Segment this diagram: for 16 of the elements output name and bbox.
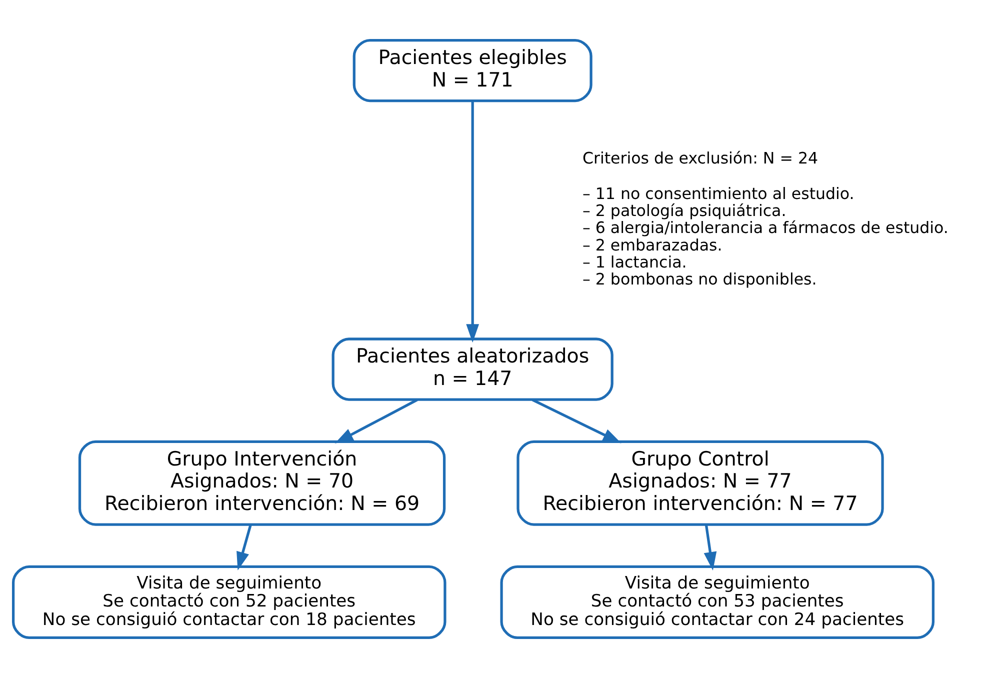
label: – 11 no consentimiento al estudio.	[582, 183, 854, 202]
node-box: Pacientes elegibles N = 171	[352, 38, 592, 102]
node-box: Grupo Intervención Asignados: N = 70 Recibieron intervención: N = 69	[78, 440, 446, 526]
arrow	[334, 398, 418, 443]
label: – 2 patología psiquiátrica.	[582, 200, 786, 220]
node-box: Grupo Control Asignados: N = 77 Recibieron intervención: N = 77	[516, 440, 884, 526]
arrow	[532, 398, 622, 443]
node-box: Pacientes aleatorizados n = 147	[332, 337, 614, 400]
label: Criterios de exclusión: N = 24	[582, 148, 818, 167]
arrow	[704, 524, 717, 570]
label: – 2 bombonas no disponibles.	[582, 269, 817, 288]
node-box: Visita de seguimiento Se contactó con 53 pacientes No se consiguió contactar con 24 pacientes	[500, 564, 935, 639]
arrow	[466, 100, 480, 342]
node-box: Visita de seguimiento Se contactó con 52 pacientes No se consiguió contactar con 18 pacientes	[12, 564, 446, 639]
arrow	[236, 524, 252, 570]
label: – 1 lactancia.	[582, 252, 687, 271]
